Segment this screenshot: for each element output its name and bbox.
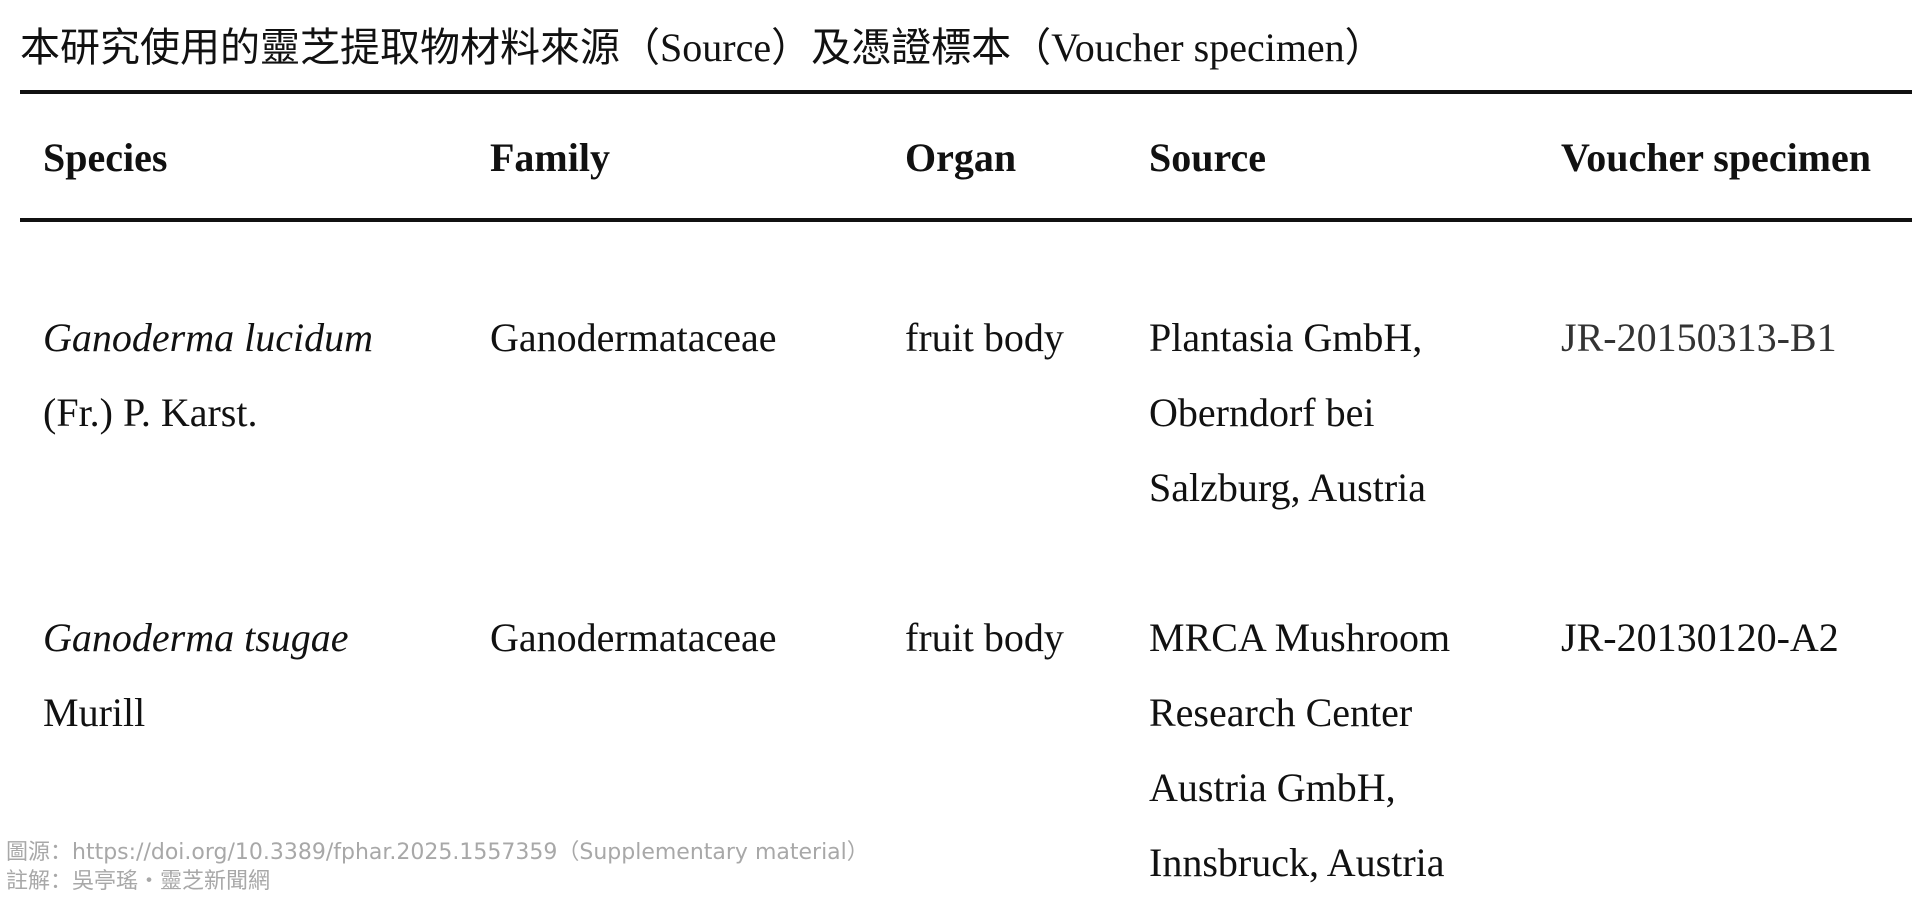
species-cell: Ganoderma tsugae Murill bbox=[43, 600, 349, 750]
source-line: Innsbruck, Austria bbox=[1149, 840, 1445, 885]
source-line: Salzburg, Austria bbox=[1149, 465, 1427, 510]
species-author: (Fr.) P. Karst. bbox=[43, 390, 258, 435]
header-family: Family bbox=[490, 135, 610, 180]
header-voucher-specimen: Voucher specimen bbox=[1561, 135, 1871, 180]
annotation-credit: 註解：吳亭瑤・靈芝新聞網 bbox=[6, 869, 271, 894]
organ-cell: fruit body bbox=[905, 315, 1064, 360]
source-line: Plantasia GmbH, bbox=[1149, 315, 1423, 360]
species-author: Murill bbox=[43, 690, 146, 735]
page-title: 本研究使用的靈芝提取物材料來源（Source）及憑證標本（Voucher spe… bbox=[20, 25, 1385, 70]
species-cell: Ganoderma lucidum (Fr.) P. Karst. bbox=[43, 300, 373, 450]
source-line: Research Center bbox=[1149, 690, 1413, 735]
voucher-cell: JR-20150313-B1 bbox=[1561, 315, 1837, 360]
organ-cell: fruit body bbox=[905, 615, 1064, 660]
source-line: Austria GmbH, bbox=[1149, 765, 1396, 810]
header-species: Species bbox=[43, 135, 168, 180]
source-line: Oberndorf bei bbox=[1149, 390, 1375, 435]
species-name: Ganoderma tsugae bbox=[43, 615, 349, 660]
source-cell: Plantasia GmbH, Oberndorf bei Salzburg, … bbox=[1149, 300, 1426, 525]
source-cell: MRCA Mushroom Research Center Austria Gm… bbox=[1149, 600, 1450, 900]
table-top-rule bbox=[20, 90, 1912, 94]
family-cell: Ganodermataceae bbox=[490, 315, 777, 360]
header-organ: Organ bbox=[905, 135, 1017, 180]
voucher-cell: JR-20130120-A2 bbox=[1561, 615, 1839, 660]
header-source: Source bbox=[1149, 135, 1267, 180]
table-header-rule bbox=[20, 218, 1912, 222]
family-cell: Ganodermataceae bbox=[490, 615, 777, 660]
species-name: Ganoderma lucidum bbox=[43, 315, 373, 360]
source-line: MRCA Mushroom bbox=[1149, 615, 1451, 660]
image-source-note: 圖源：https://doi.org/10.3389/fphar.2025.15… bbox=[6, 840, 869, 865]
